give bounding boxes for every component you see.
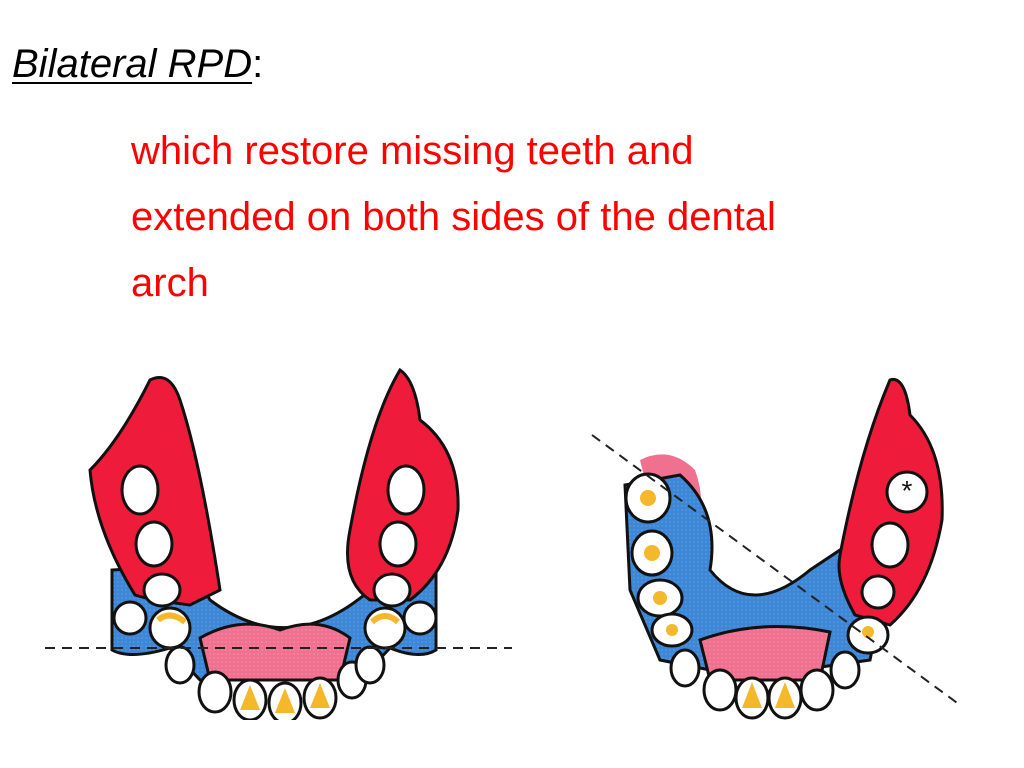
title-colon: : — [252, 42, 264, 86]
definition-line: extended on both sides of the dental — [131, 195, 776, 239]
definition-line: arch — [131, 261, 209, 305]
definition-line: which restore missing teeth and — [131, 129, 694, 173]
asymmetric-arch-diagram: * — [580, 360, 980, 720]
asterisk-marker: * — [902, 475, 913, 506]
title-text: Bilateral RPD — [12, 42, 253, 86]
dental-arch-illustration — [45, 367, 512, 725]
definition-text: which restore missing teeth and extended… — [131, 118, 1011, 316]
symmetric-arch-diagram — [40, 360, 520, 725]
slide-title: Bilateral RPD: — [12, 42, 263, 87]
dental-arch-illustration: * — [591, 377, 961, 720]
